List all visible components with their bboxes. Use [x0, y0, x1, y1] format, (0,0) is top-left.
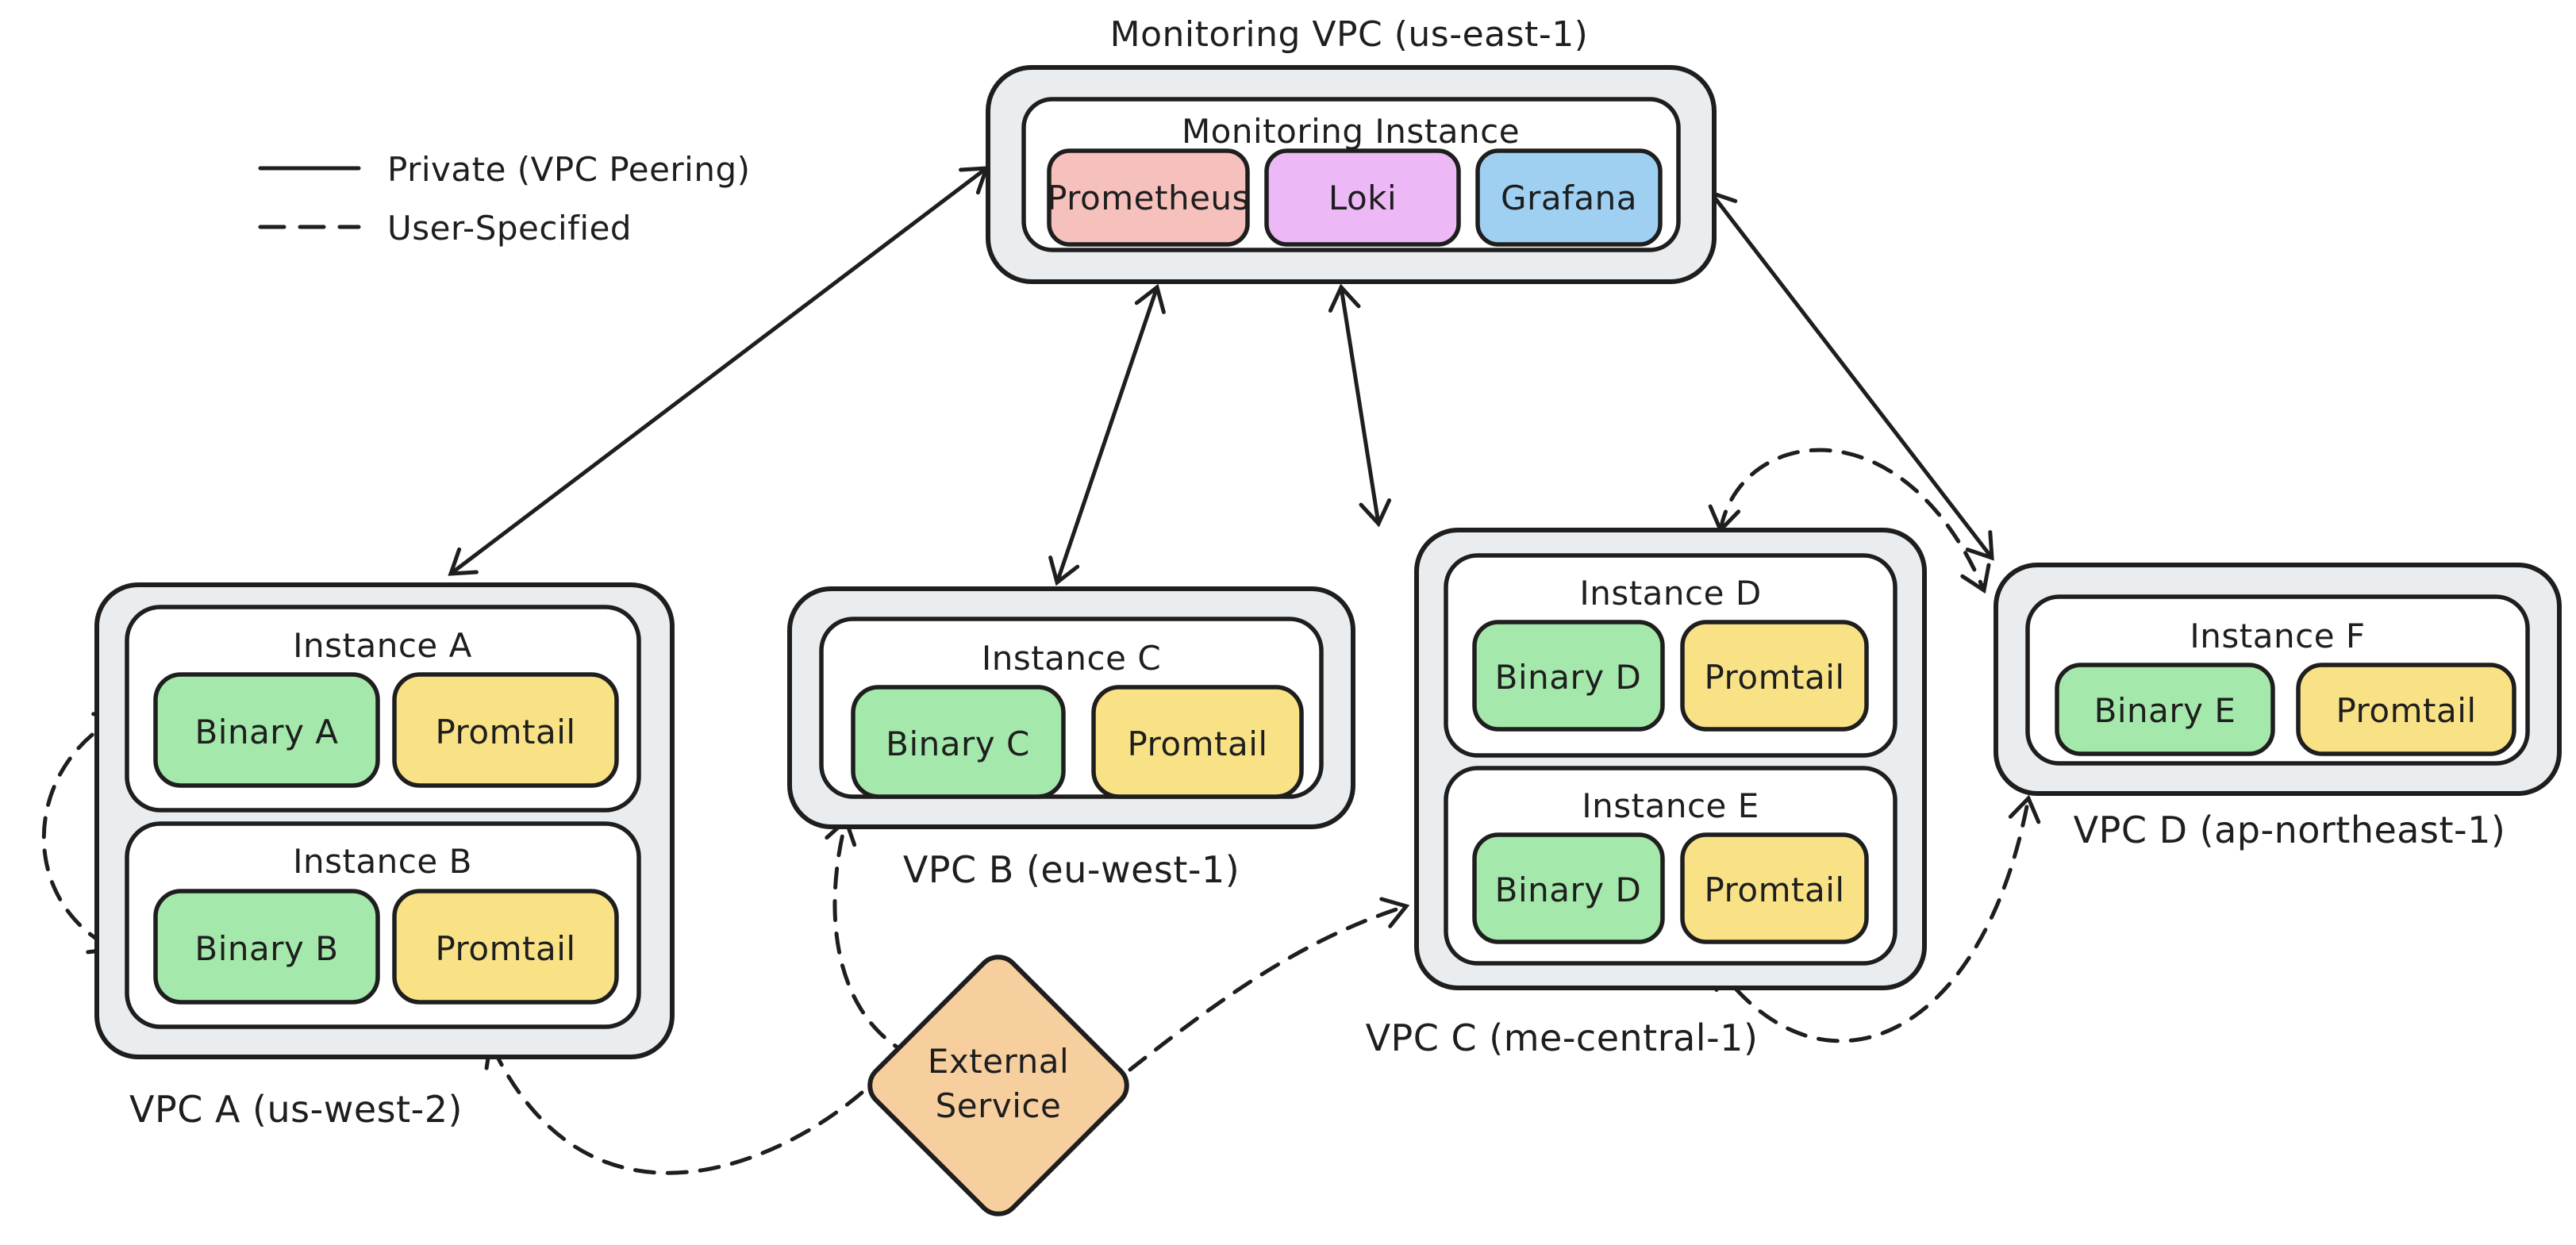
binary-e-node-vpc-d — [2055, 663, 2275, 756]
binary-d-node — [1472, 620, 1665, 732]
instance-b-label: Instance B — [293, 842, 472, 881]
binary-a-label: Binary A — [194, 713, 338, 751]
promtail-f-node — [2296, 663, 2516, 756]
loki-label: Loki — [1328, 179, 1397, 217]
legend-private-label: Private (VPC Peering) — [387, 150, 751, 189]
instance-d-label: Instance D — [1579, 574, 1761, 613]
promtail-d-label: Promtail — [1704, 658, 1844, 697]
instance-e-label: Instance E — [1582, 786, 1759, 825]
grafana-label: Grafana — [1501, 179, 1637, 217]
promtail-f-label: Promtail — [2336, 691, 2476, 730]
promtail-c-node — [1091, 685, 1304, 799]
dashed-arrow-instance-a-instance-b — [41, 712, 122, 955]
dashed-arrow-external-vpcb — [825, 817, 913, 1058]
peering-arrow-monitoring-vpcc — [1328, 283, 1392, 528]
grafana-node — [1475, 148, 1663, 247]
instance-a-label: Instance A — [293, 626, 472, 665]
monitoring-vpc-group: Monitoring VPC (us-east-1) Monitoring In… — [986, 14, 1717, 284]
dashed-arrow-external-vpcc — [1128, 897, 1410, 1072]
vpc-d-label: VPC D (ap-northeast-1) — [2074, 809, 2506, 851]
instance-f-label: Instance F — [2190, 617, 2365, 655]
peering-arrow-monitoring-vpcb — [1048, 283, 1166, 586]
binary-d-label: Binary D — [1495, 658, 1642, 697]
promtail-b-node — [392, 889, 619, 1005]
binary-c-label: Binary C — [886, 724, 1030, 763]
binary-e-label-vpc-c: Binary D — [1495, 870, 1642, 909]
legend: Private (VPC Peering) User-Specified — [258, 150, 751, 248]
vpc-a-group: Instance A Binary A Promtail Instance B … — [94, 582, 675, 1131]
peering-arrow-monitoring-vpcd — [1709, 190, 1994, 561]
vpc-b-label: VPC B (eu-west-1) — [903, 848, 1240, 891]
binary-e-node-vpc-c — [1472, 832, 1665, 944]
instance-c-label: Instance C — [982, 639, 1161, 678]
peering-arrow-monitoring-vpca — [448, 166, 990, 576]
promtail-e-node — [1680, 832, 1869, 944]
user-specified-connections — [41, 448, 2041, 1175]
promtail-a-node — [392, 672, 619, 788]
promtail-a-label: Promtail — [435, 713, 575, 751]
promtail-b-label: Promtail — [435, 929, 575, 968]
promtail-e-label: Promtail — [1704, 870, 1844, 909]
vpc-a-label: VPC A (us-west-2) — [129, 1088, 463, 1131]
monitoring-vpc-label: Monitoring VPC (us-east-1) — [1110, 14, 1589, 55]
external-service-node — [867, 955, 1129, 1216]
promtail-d-node — [1680, 620, 1869, 732]
legend-user-specified-label: User-Specified — [387, 209, 632, 248]
binary-b-node — [153, 889, 380, 1005]
external-service-label-line2: Service — [936, 1086, 1062, 1125]
dashed-arrow-external-vpca — [484, 1039, 864, 1175]
vpc-c-label: VPC C (me-central-1) — [1366, 1016, 1759, 1059]
external-service-group: External Service — [867, 955, 1129, 1216]
prometheus-label: Prometheus — [1047, 179, 1250, 217]
monitoring-instance-label: Monitoring Instance — [1182, 112, 1520, 151]
loki-node — [1264, 148, 1461, 247]
vpc-c-group: Instance D Binary D Promtail Instance E … — [1366, 528, 1927, 1059]
binary-b-label: Binary B — [194, 929, 338, 968]
binary-a-node — [153, 672, 380, 788]
vpc-b-group: Instance C Binary C Promtail VPC B (eu-w… — [787, 586, 1355, 891]
external-service-label-line1: External — [928, 1042, 1069, 1081]
prometheus-node — [1047, 148, 1250, 247]
dashed-arrow-vpcc-vpcd-top — [1708, 448, 1991, 594]
binary-e-label-vpc-d: Binary E — [2094, 691, 2236, 730]
binary-c-node — [851, 685, 1066, 799]
dashed-arrow-instance-e-vpcd-bottom — [1713, 794, 2041, 1043]
vpc-d-group: Instance F Binary E Promtail VPC D (ap-n… — [1994, 563, 2562, 851]
private-peering-connections — [448, 166, 1994, 586]
promtail-c-label: Promtail — [1127, 724, 1267, 763]
